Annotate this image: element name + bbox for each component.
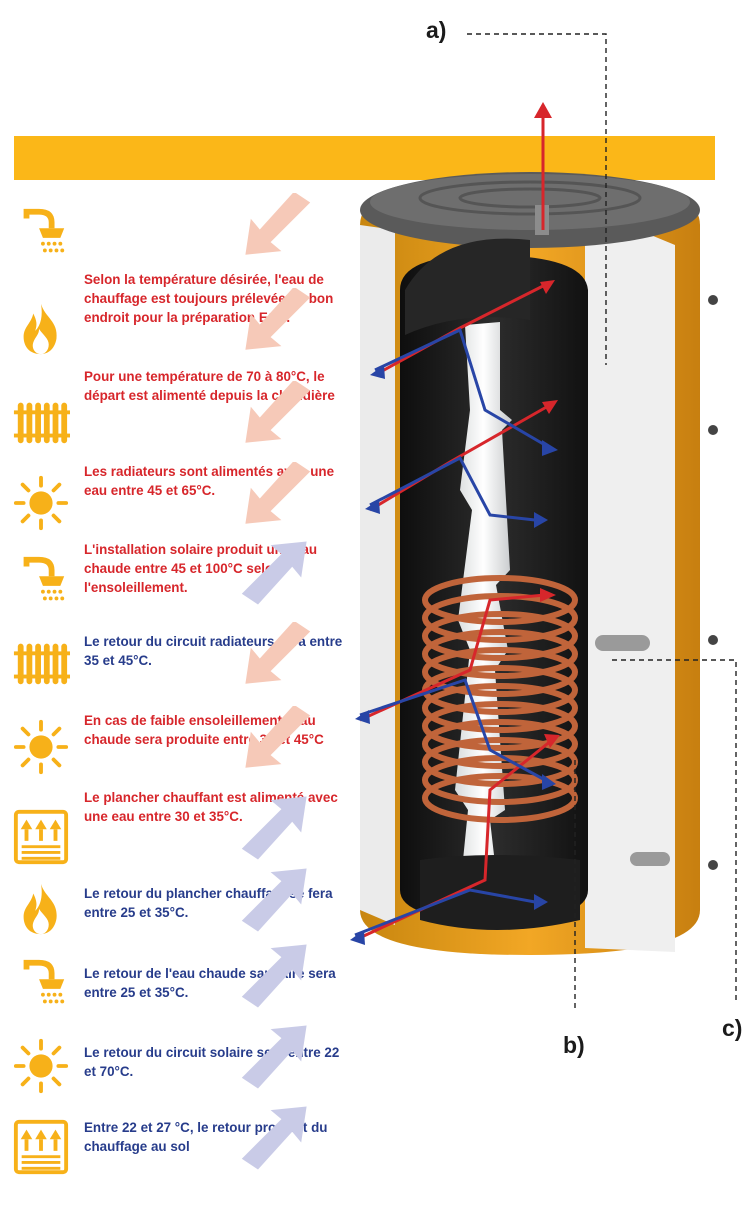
radiator-icon bbox=[12, 634, 70, 692]
sun-icon bbox=[12, 1037, 70, 1095]
hot-flow-arrow bbox=[240, 191, 312, 257]
flame-icon bbox=[12, 300, 70, 358]
floor-heating-icon bbox=[12, 808, 70, 866]
hot-flow-arrow bbox=[240, 620, 312, 686]
shower-icon bbox=[12, 956, 70, 1014]
radiator-icon bbox=[12, 393, 70, 451]
return-flow-arrow bbox=[240, 796, 312, 860]
return-flow-arrow bbox=[240, 1106, 312, 1170]
return-flow-arrow bbox=[240, 944, 312, 1008]
insulation-cutaway bbox=[360, 225, 395, 925]
label-c: c) bbox=[722, 1015, 743, 1041]
hot-flow-arrow bbox=[240, 379, 312, 445]
legend-text: L'installation solaire produit une eau c… bbox=[84, 542, 318, 595]
sun-icon bbox=[12, 474, 70, 532]
floor-heating-icon bbox=[12, 1118, 70, 1176]
flame-icon bbox=[12, 880, 70, 938]
hot-flow-arrow bbox=[240, 460, 312, 526]
legend-text: Entre 22 et 27 °C, le retour provient du… bbox=[84, 1120, 328, 1154]
hot-flow-arrow bbox=[240, 704, 312, 770]
return-flow-arrow bbox=[240, 868, 312, 932]
shower-icon bbox=[12, 553, 70, 611]
sun-icon bbox=[12, 718, 70, 776]
label-b: b) bbox=[563, 1032, 585, 1058]
buffer-tank-illustration bbox=[350, 102, 718, 955]
return-flow-arrow bbox=[240, 541, 312, 605]
legend-text: Selon la température désirée, l'eau de c… bbox=[84, 272, 334, 325]
orange-banner bbox=[14, 136, 715, 180]
shower-icon bbox=[12, 205, 70, 263]
legend-text: Les radiateurs sont alimentés avec une e… bbox=[84, 464, 335, 498]
legend-text: Pour une température de 70 à 80°C, le dé… bbox=[84, 369, 335, 403]
label-a: a) bbox=[426, 17, 447, 43]
hot-flow-arrow bbox=[240, 286, 312, 352]
return-flow-arrow bbox=[240, 1025, 312, 1089]
